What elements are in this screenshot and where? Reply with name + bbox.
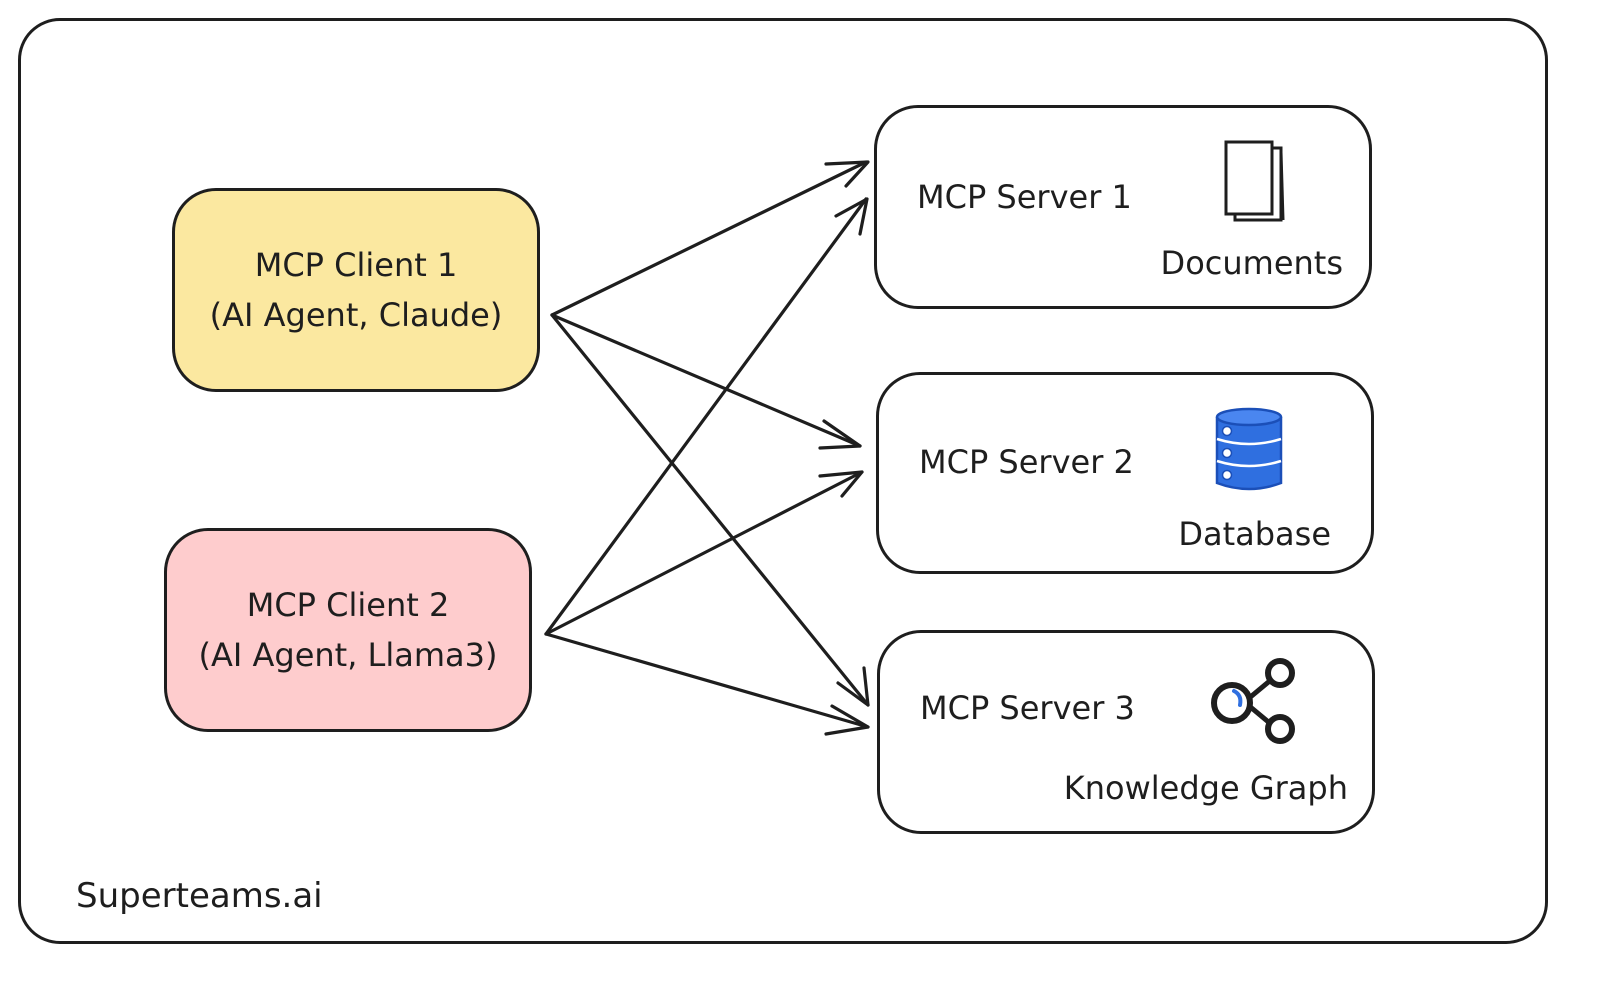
arrowhead-5 xyxy=(818,470,864,498)
server-1-resource: Documents xyxy=(1160,244,1343,282)
mcp-client-1-box: MCP Client 1 (AI Agent, Claude) xyxy=(172,188,540,392)
arrow-client1-server2 xyxy=(550,313,862,448)
database-icon xyxy=(1215,407,1283,491)
arrow-client2-server2 xyxy=(544,470,864,636)
arrow-client2-server1 xyxy=(544,197,868,636)
server-2-resource: Database xyxy=(1178,515,1331,553)
mcp-server-3-box: MCP Server 3 Knowledge Graph xyxy=(877,630,1375,834)
arrowhead-2 xyxy=(818,419,862,450)
brand-label: Superteams.ai xyxy=(76,876,323,916)
mcp-server-2-box: MCP Server 2 Database xyxy=(876,372,1374,574)
arrowhead-1 xyxy=(824,160,870,188)
server-1-title: MCP Server 1 xyxy=(917,178,1132,216)
arrowhead-4 xyxy=(834,197,869,236)
diagram-frame xyxy=(18,18,1548,944)
client-2-subtitle: (AI Agent, Llama3) xyxy=(198,636,498,674)
arrow-client1-server3 xyxy=(550,313,870,707)
mcp-server-1-box: MCP Server 1 Documents xyxy=(874,105,1372,309)
arrow-client1-server1 xyxy=(550,160,868,317)
knowledge-graph-icon xyxy=(1211,658,1295,744)
arrow-client2-server3 xyxy=(544,632,870,729)
mcp-client-2-box: MCP Client 2 (AI Agent, Llama3) xyxy=(164,528,532,732)
client-1-title: MCP Client 1 xyxy=(254,246,458,284)
server-3-title: MCP Server 3 xyxy=(920,689,1135,727)
arrowhead-6 xyxy=(824,704,870,736)
client-1-subtitle: (AI Agent, Claude) xyxy=(209,296,503,334)
server-2-title: MCP Server 2 xyxy=(919,443,1134,481)
server-3-resource: Knowledge Graph xyxy=(1063,769,1348,807)
documents-icon xyxy=(1224,140,1285,222)
arrowhead-3 xyxy=(836,666,870,707)
client-2-title: MCP Client 2 xyxy=(246,586,450,624)
